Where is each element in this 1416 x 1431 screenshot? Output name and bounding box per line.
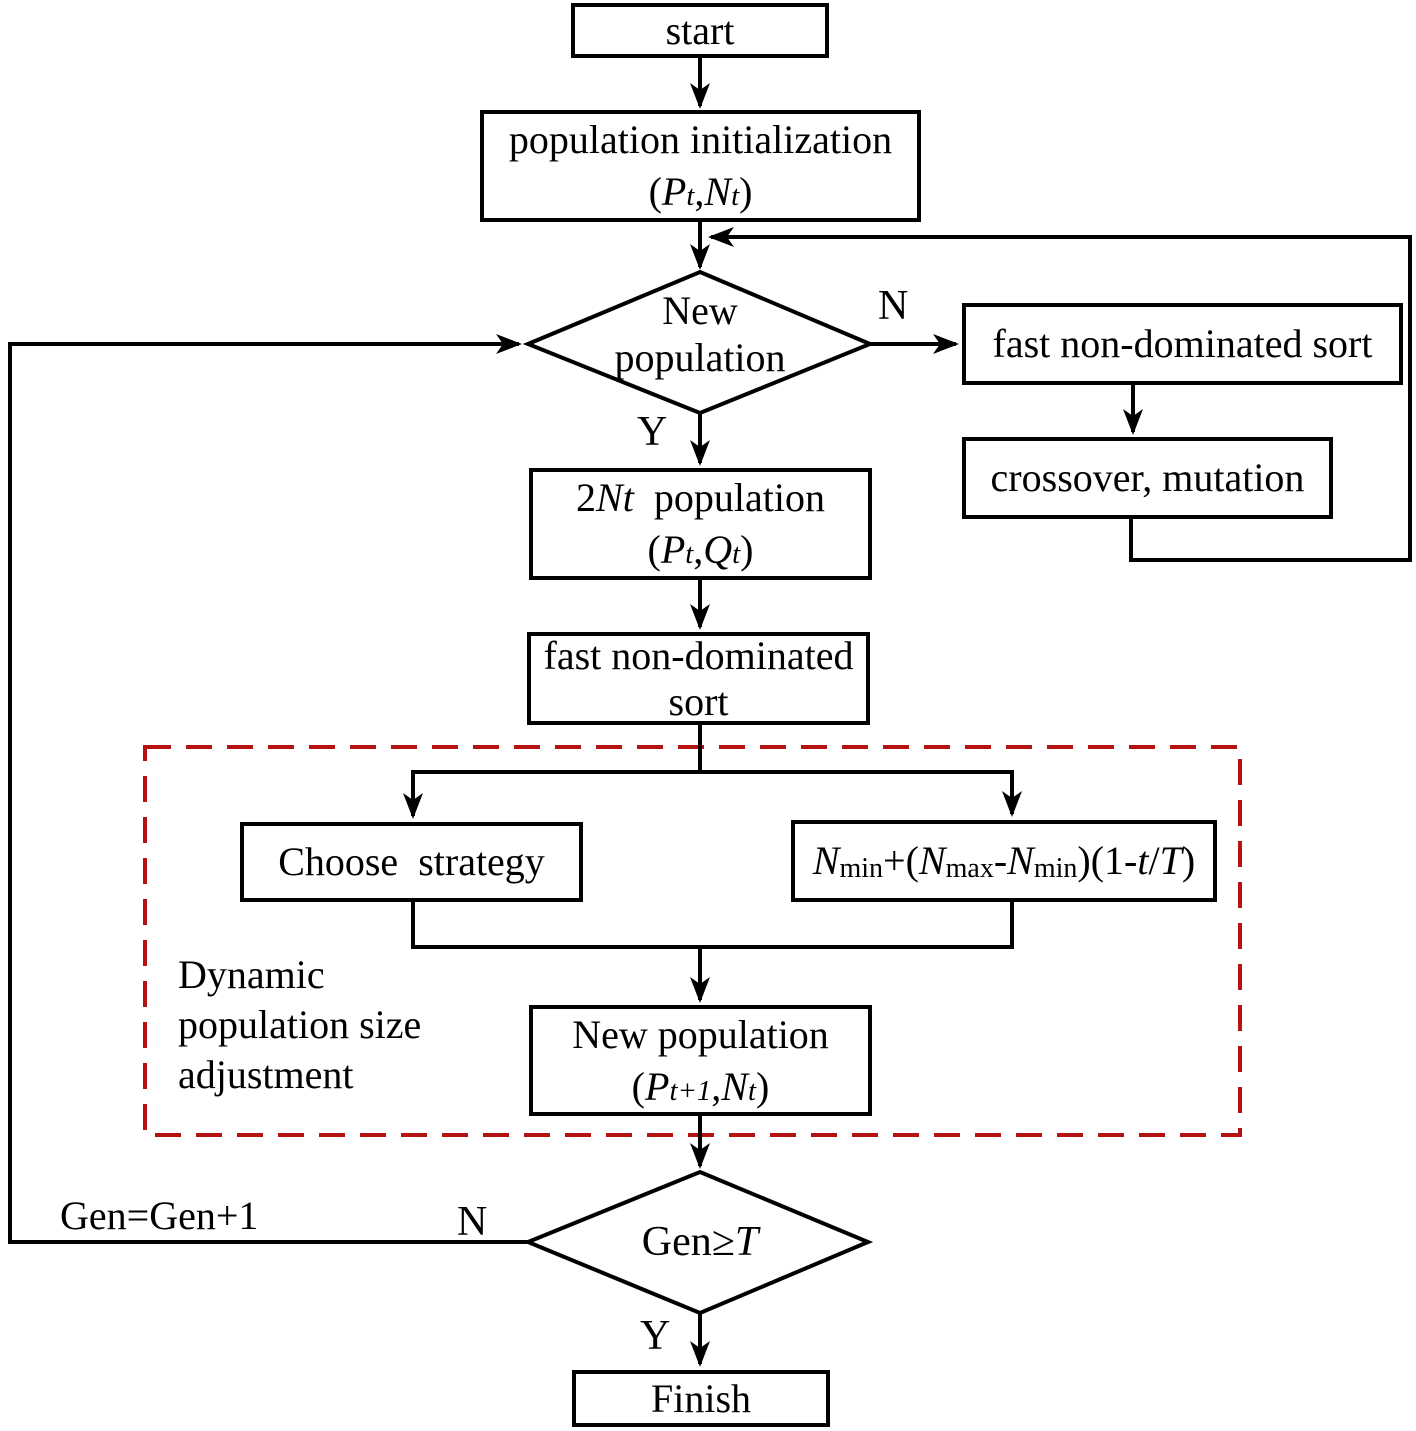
new-population-params: (Pt+1,Nt) bbox=[631, 1063, 770, 1109]
decision-new-population-line2: population bbox=[614, 335, 786, 380]
decision-gen-text: Gen≥T bbox=[641, 1219, 759, 1265]
node-finish: Finish bbox=[572, 1370, 830, 1427]
region-label-line2: population size bbox=[178, 1002, 422, 1047]
label-n-branch-top: N bbox=[878, 283, 909, 329]
fast-sort-center-line1: fast non-dominated bbox=[543, 632, 854, 678]
size-formula-text: Nmin+(Nmax-Nmin)(1-t/T) bbox=[812, 837, 1196, 884]
label-gen-increment: Gen=Gen+1 bbox=[60, 1193, 259, 1238]
node-population-initialization: population initialization (Pt,Nt) bbox=[480, 110, 921, 222]
node-size-formula: Nmin+(Nmax-Nmin)(1-t/T) bbox=[791, 820, 1217, 902]
new-population-title: New population bbox=[572, 1011, 829, 1057]
population-initialization-params: (Pt,Nt) bbox=[648, 169, 753, 214]
dynamic-adjustment-region-label: Dynamic population size adjustment bbox=[178, 950, 421, 1100]
label-y-branch-top: Y bbox=[637, 409, 668, 455]
dynamic-adjustment-region-border bbox=[143, 745, 1242, 1137]
region-label-line1: Dynamic bbox=[178, 952, 325, 997]
label-y-branch-bottom: Y bbox=[640, 1313, 671, 1359]
node-crossover-mutation: crossover, mutation bbox=[962, 437, 1333, 519]
decision-new-population-text: New population bbox=[530, 287, 870, 381]
decision-diamond-new-population bbox=[522, 269, 876, 416]
decision-new-population-line1: New bbox=[662, 288, 738, 333]
fast-sort-center-line2: sort bbox=[668, 678, 729, 724]
decision-diamond-gen bbox=[522, 1169, 874, 1316]
choose-strategy-label: Choose strategy bbox=[278, 839, 545, 884]
edge-crossover-loop-back bbox=[708, 227, 1412, 562]
node-start: start bbox=[571, 3, 829, 58]
node-fast-non-dominated-sort-center: fast non-dominated sort bbox=[527, 632, 870, 725]
node-fast-non-dominated-sort-right: fast non-dominated sort bbox=[962, 303, 1403, 385]
2nt-population-params: (Pt,Qt) bbox=[647, 527, 754, 572]
edge-gen-n-loop-back bbox=[8, 334, 528, 1244]
node-choose-strategy: Choose strategy bbox=[240, 822, 583, 902]
region-label-line3: adjustment bbox=[178, 1052, 354, 1097]
crossover-mutation-label: crossover, mutation bbox=[990, 455, 1305, 500]
fast-sort-right-label: fast non-dominated sort bbox=[992, 321, 1373, 366]
finish-label: Finish bbox=[650, 1375, 752, 1421]
start-label: start bbox=[665, 7, 735, 53]
label-n-branch-bottom: N bbox=[457, 1199, 488, 1245]
node-new-population: New population (Pt+1,Nt) bbox=[529, 1005, 872, 1116]
population-initialization-title: population initialization bbox=[508, 117, 893, 162]
